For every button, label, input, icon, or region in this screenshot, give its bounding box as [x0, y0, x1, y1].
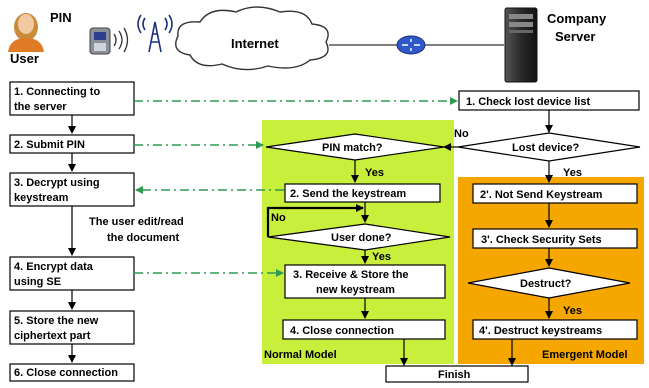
receive-store-box: 3. Receive & Store the new keystream	[284, 264, 446, 299]
internet-cloud-icon	[175, 6, 329, 71]
svg-text:3. Decrypt using: 3. Decrypt using	[14, 177, 100, 189]
finish-box: Finish	[385, 365, 529, 383]
pin-label: PIN	[50, 10, 72, 25]
svg-text:2. Submit PIN: 2. Submit PIN	[14, 139, 85, 151]
user-icon	[8, 13, 44, 52]
send-keystream-box: 2. Send the keystream	[284, 183, 441, 203]
user-done-loop	[266, 204, 364, 237]
check-lost-device-box: 1. Check lost device list	[458, 90, 640, 111]
internet-label: Internet	[231, 36, 279, 51]
svg-text:4. Close connection: 4. Close connection	[290, 325, 394, 337]
svg-text:Finish: Finish	[438, 369, 471, 381]
user-edit-note-line2: the document	[107, 232, 179, 244]
user-edit-note-line1: The user edit/read	[89, 216, 184, 228]
lost-device-decision: Lost device?	[457, 132, 641, 162]
normal-model-title: Normal Model	[264, 349, 337, 361]
user-done-yes-label: Yes	[372, 251, 391, 263]
router-icon	[396, 35, 426, 55]
server-label-line1: Company	[547, 11, 607, 26]
destruct-yes-label: Yes	[563, 305, 582, 317]
destruct-decision: Destruct?	[467, 267, 631, 299]
svg-text:5. Store the new: 5. Store the new	[14, 315, 99, 327]
dashed-links	[134, 97, 458, 277]
left-step-5: 5. Store the new ciphertext part	[9, 310, 135, 345]
svg-text:2. Send the keystream: 2. Send the keystream	[290, 188, 406, 200]
antenna-tower-icon	[137, 14, 173, 53]
left-step-2: 2. Submit PIN	[9, 134, 135, 154]
left-step-3: 3. Decrypt using keystream	[9, 172, 135, 207]
user-label: User	[10, 51, 39, 66]
lost-device-no-label: No	[454, 128, 469, 140]
svg-text:6. Close connection: 6. Close connection	[14, 367, 118, 379]
svg-text:User done?: User done?	[331, 232, 392, 244]
server-label-line2: Server	[555, 29, 595, 44]
svg-text:ciphertext part: ciphertext part	[14, 330, 91, 342]
svg-text:2'. Not Send Keystream: 2'. Not Send Keystream	[480, 189, 603, 201]
close-connection-box: 4. Close connection	[282, 319, 446, 340]
left-step-6: 6. Close connection	[9, 363, 135, 382]
svg-text:PIN match?: PIN match?	[322, 142, 383, 154]
svg-text:new keystream: new keystream	[316, 284, 395, 296]
svg-text:4. Encrypt data: 4. Encrypt data	[14, 261, 94, 273]
check-security-box: 3'. Check Security Sets	[472, 228, 638, 249]
phone-icon	[89, 27, 111, 55]
svg-text:1. Check lost device list: 1. Check lost device list	[466, 96, 590, 108]
left-step-4: 4. Encrypt data using SE	[9, 256, 135, 291]
svg-text:using SE: using SE	[14, 276, 61, 288]
svg-text:keystream: keystream	[14, 192, 69, 204]
svg-text:3'. Check Security Sets: 3'. Check Security Sets	[481, 234, 602, 246]
svg-text:1. Connecting to: 1. Connecting to	[14, 86, 100, 98]
svg-text:3. Receive & Store the: 3. Receive & Store the	[293, 269, 409, 281]
signal-waves-icon	[113, 27, 129, 53]
svg-text:the server: the server	[14, 101, 67, 113]
pin-match-yes-label: Yes	[365, 167, 384, 179]
not-send-keystream-box: 2'. Not Send Keystream	[472, 183, 638, 204]
user-done-no-label: No	[271, 212, 286, 224]
emergent-model-title: Emergent Model	[542, 349, 628, 361]
svg-text:4'. Destruct keystreams: 4'. Destruct keystreams	[479, 325, 602, 337]
left-step-1: 1. Connecting to the server	[9, 81, 135, 116]
lost-device-yes-label: Yes	[563, 167, 582, 179]
svg-text:Lost device?: Lost device?	[512, 142, 580, 154]
user-done-decision: User done?	[267, 223, 451, 251]
svg-text:Destruct?: Destruct?	[520, 278, 572, 290]
server-icon	[504, 7, 538, 83]
destruct-keystreams-box: 4'. Destruct keystreams	[472, 319, 638, 340]
